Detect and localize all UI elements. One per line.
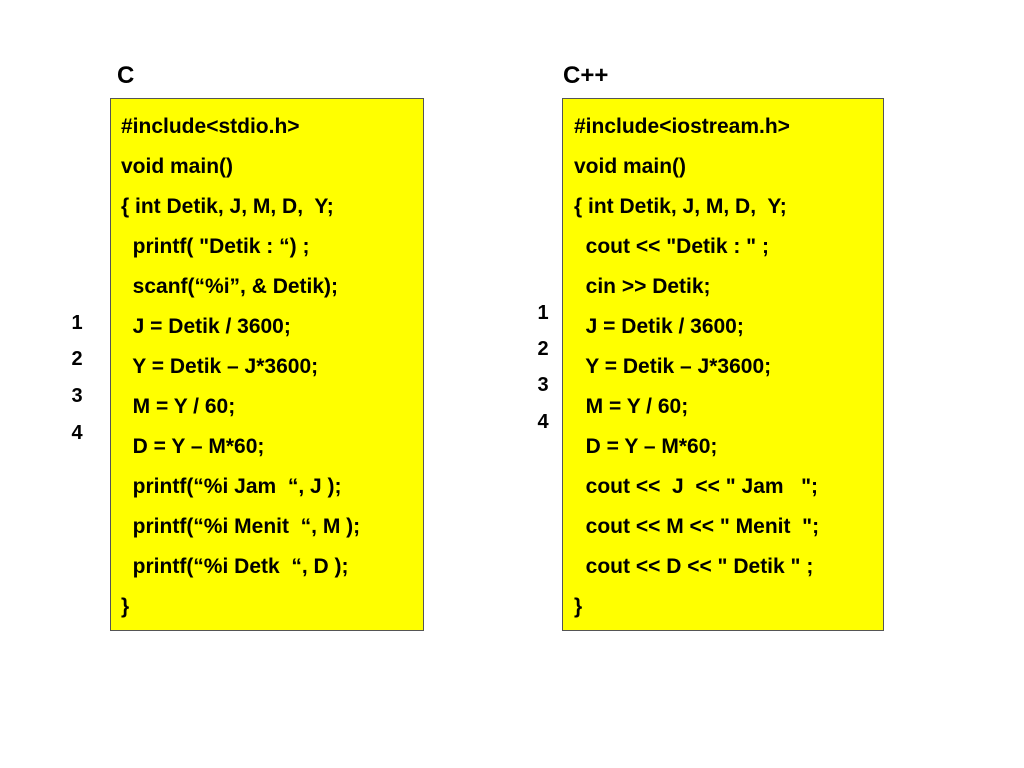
code-line: } <box>121 595 130 618</box>
code-line: cin >> Detik; <box>574 275 711 298</box>
code-line: #include<stdio.h> <box>121 115 300 138</box>
code-line: { int Detik, J, M, D, Y; <box>574 195 787 218</box>
code-line: printf( "Detik : “) ; <box>121 235 310 258</box>
code-line: Y = Detik – J*3600; <box>574 355 772 378</box>
code-line: Y = Detik – J*3600; <box>121 355 319 378</box>
code-line: D = Y – M*60; <box>121 435 265 458</box>
code-line: M = Y / 60; <box>574 395 689 418</box>
line-number: 1 <box>71 312 83 334</box>
code-line: cout << M << " Menit "; <box>574 515 820 538</box>
panel-title-c: C <box>117 62 135 89</box>
code-line: cout << "Detik : " ; <box>574 235 769 258</box>
line-number: 1 <box>537 302 549 324</box>
code-line: void main() <box>574 155 687 178</box>
code-line: printf(“%i Jam “, J ); <box>121 475 342 498</box>
code-box-c: #include<stdio.h> void main() { int Deti… <box>110 98 424 631</box>
code-line: cout << J << " Jam "; <box>574 475 819 498</box>
code-line: printf(“%i Detk “, D ); <box>121 555 349 578</box>
panel-title-cpp: C++ <box>563 62 609 89</box>
code-line: { int Detik, J, M, D, Y; <box>121 195 334 218</box>
line-number: 3 <box>71 385 83 407</box>
line-number: 2 <box>71 348 83 370</box>
code-box-cpp: #include<iostream.h> void main() { int D… <box>562 98 884 631</box>
line-number: 4 <box>71 422 83 444</box>
code-line: D = Y – M*60; <box>574 435 718 458</box>
line-number: 4 <box>537 411 549 433</box>
code-line: J = Detik / 3600; <box>574 315 744 338</box>
code-line: M = Y / 60; <box>121 395 236 418</box>
code-line: scanf(“%i”, & Detik); <box>121 275 339 298</box>
code-line: printf(“%i Menit “, M ); <box>121 515 361 538</box>
code-line: cout << D << " Detik " ; <box>574 555 814 578</box>
line-number: 2 <box>537 338 549 360</box>
code-line: void main() <box>121 155 234 178</box>
code-line: } <box>574 595 583 618</box>
code-line: #include<iostream.h> <box>574 115 790 138</box>
line-number: 3 <box>537 374 549 396</box>
code-line: J = Detik / 3600; <box>121 315 291 338</box>
